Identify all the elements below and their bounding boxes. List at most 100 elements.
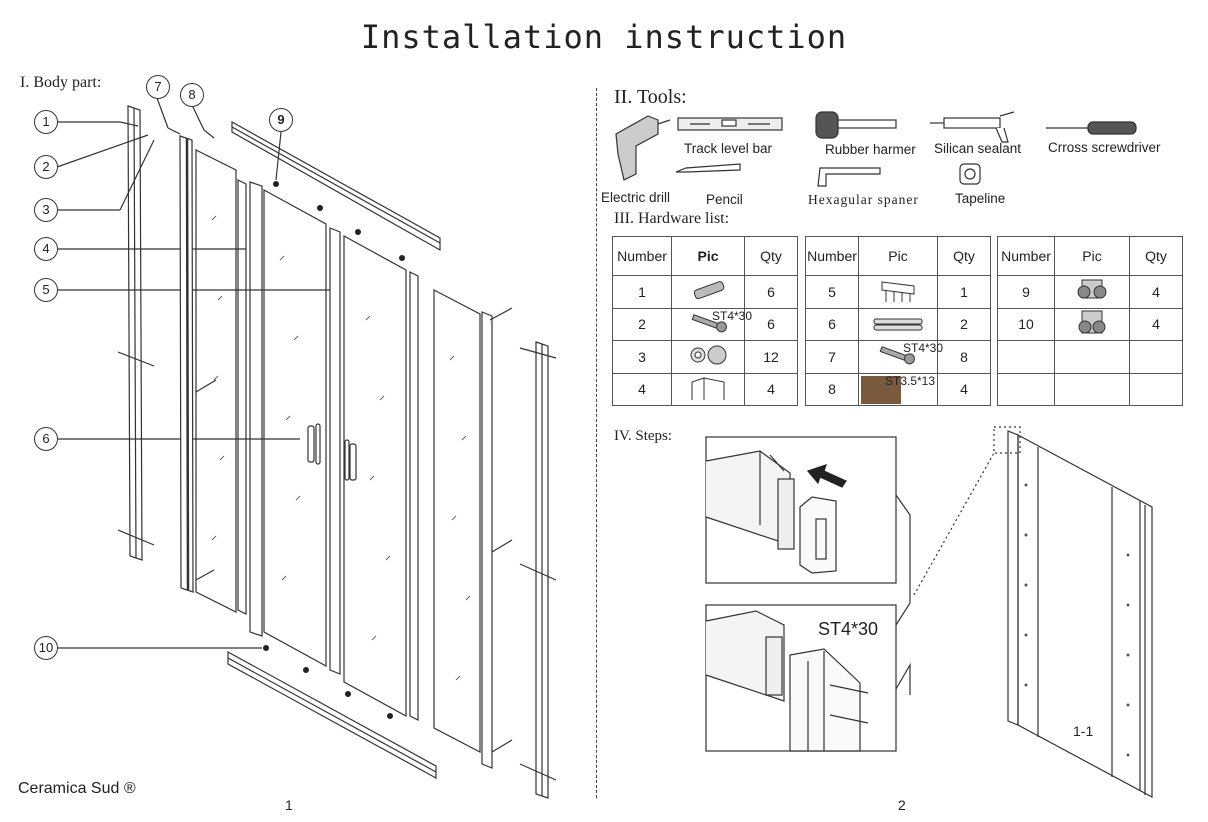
washer-cap-icon [671,340,745,374]
header-qty: Qty [744,236,798,276]
cell-number: 5 [805,275,859,309]
sealant-gun-icon [930,111,1015,143]
table-row: 3 12 [612,340,798,374]
cell-number: 7 [805,340,859,374]
steps-heading: IV. Steps: [614,428,673,444]
tool-label-tape: Tapeline [955,191,1006,206]
callout-1: 1 [34,110,58,134]
tool-label-hammer: Rubber harmer [825,142,916,157]
cell-number: 3 [612,340,672,374]
tool-label-screwdriver: Crross screwdriver [1048,140,1161,155]
cell-qty: 1 [937,275,991,309]
tape-measure-icon [959,163,981,185]
callout-8: 8 [180,83,204,107]
hex-key-icon [817,167,881,187]
electric-drill-icon [615,115,671,181]
cell-qty: 4 [1129,275,1183,309]
table-row: 2 ST4*30 6 [612,307,798,341]
hardware-table-2: Number Pic Qty 5 1 6 2 7 ST4*30 8 8 ST3.… [805,236,991,406]
header-qty: Qty [937,236,991,276]
cell-number [997,372,1055,406]
page-divider [596,88,597,798]
handle-bar-icon [858,307,938,341]
body-part-exploded-diagram [56,97,557,799]
tool-label-level-bar: Track level bar [684,141,773,156]
header-number: Number [997,236,1055,276]
header-number: Number [612,236,672,276]
wall-profile-icon [671,372,745,406]
steps-diagram [705,426,1153,799]
header-qty: Qty [1129,236,1183,276]
roller-icon [1054,307,1130,341]
small-screw-photo [861,375,901,404]
cell-qty: 4 [744,372,798,406]
cell-qty: 4 [937,372,991,406]
cell-number: 10 [997,307,1055,341]
page-title: Installation instruction [360,18,848,56]
screw-icon [879,346,915,365]
callout-4: 4 [34,237,58,261]
cell-qty: 6 [744,275,798,309]
brand-name: Ceramica Sud ® [18,780,136,797]
cell-number: 6 [805,307,859,341]
tool-label-drill: Electric drill [601,190,671,205]
cell-number: 2 [612,307,672,341]
tool-label-sealant: Silican sealant [934,141,1022,156]
hardware-table-3: Number Pic Qty 9 4 10 4 [997,236,1183,406]
table-row: 8 ST3.5*13 4 [805,372,991,406]
table-row [997,372,1183,406]
cell-number [997,340,1055,374]
callout-3: 3 [34,198,58,222]
cell-qty: 8 [937,340,991,374]
pic-label: ST4*30 [903,341,944,355]
cell-qty [1129,372,1183,406]
callout-7: 7 [146,75,170,99]
cell-number: 1 [612,275,672,309]
table-row: 5 1 [805,275,991,309]
table-row: 1 6 [612,275,798,309]
header-pic: Pic [1054,236,1130,276]
cell-number: 9 [997,275,1055,309]
step-detail-label: ST4*30 [818,619,879,639]
tool-label-hex-key: Hexagular spaner [808,192,919,207]
guide-block-icon [858,275,938,309]
cell-qty [1129,340,1183,374]
rubber-hammer-icon [815,111,897,139]
screwdriver-icon [1046,121,1137,135]
tools-heading: II. Tools: [614,86,687,108]
cell-qty: 6 [744,307,798,341]
cell-qty: 4 [1129,307,1183,341]
hardware-table-1: Number Pic Qty 1 6 2 ST4*30 6 3 12 4 4 [612,236,798,406]
table-row: 10 4 [997,307,1183,341]
callout-6: 6 [34,427,58,451]
wall-plug-icon [671,275,745,309]
cell-number: 4 [612,372,672,406]
cell-qty: 12 [744,340,798,374]
table-row [997,340,1183,374]
hardware-heading: III. Hardware list: [614,210,730,227]
pic-label: ST4*30 [712,308,753,323]
table-row: 4 4 [612,372,798,406]
page-number-right: 2 [898,797,906,813]
body-part-heading: I. Body part: [20,74,102,91]
callout-9: 9 [269,108,293,132]
pencil-icon [675,163,741,173]
header-pic: Pic [858,236,938,276]
callout-2: 2 [34,155,58,179]
table-row: 6 2 [805,307,991,341]
pic-label: ST3.5*13 [885,373,936,388]
header-pic: Pic [671,236,745,276]
table-row: 7 ST4*30 8 [805,340,991,374]
section-label: 1-1 [1073,723,1094,739]
callout-10: 10 [34,636,58,660]
tools-illustrations [615,111,1137,187]
screw-icon [691,313,727,333]
tool-label-pencil: Pencil [706,192,743,207]
level-bar-icon [677,117,783,131]
roller-icon [1054,275,1130,309]
page-number-left: 1 [285,797,293,813]
cell-number: 8 [805,372,859,406]
cell-qty: 2 [937,307,991,341]
table-row: 9 4 [997,275,1183,309]
callout-5: 5 [34,278,58,302]
